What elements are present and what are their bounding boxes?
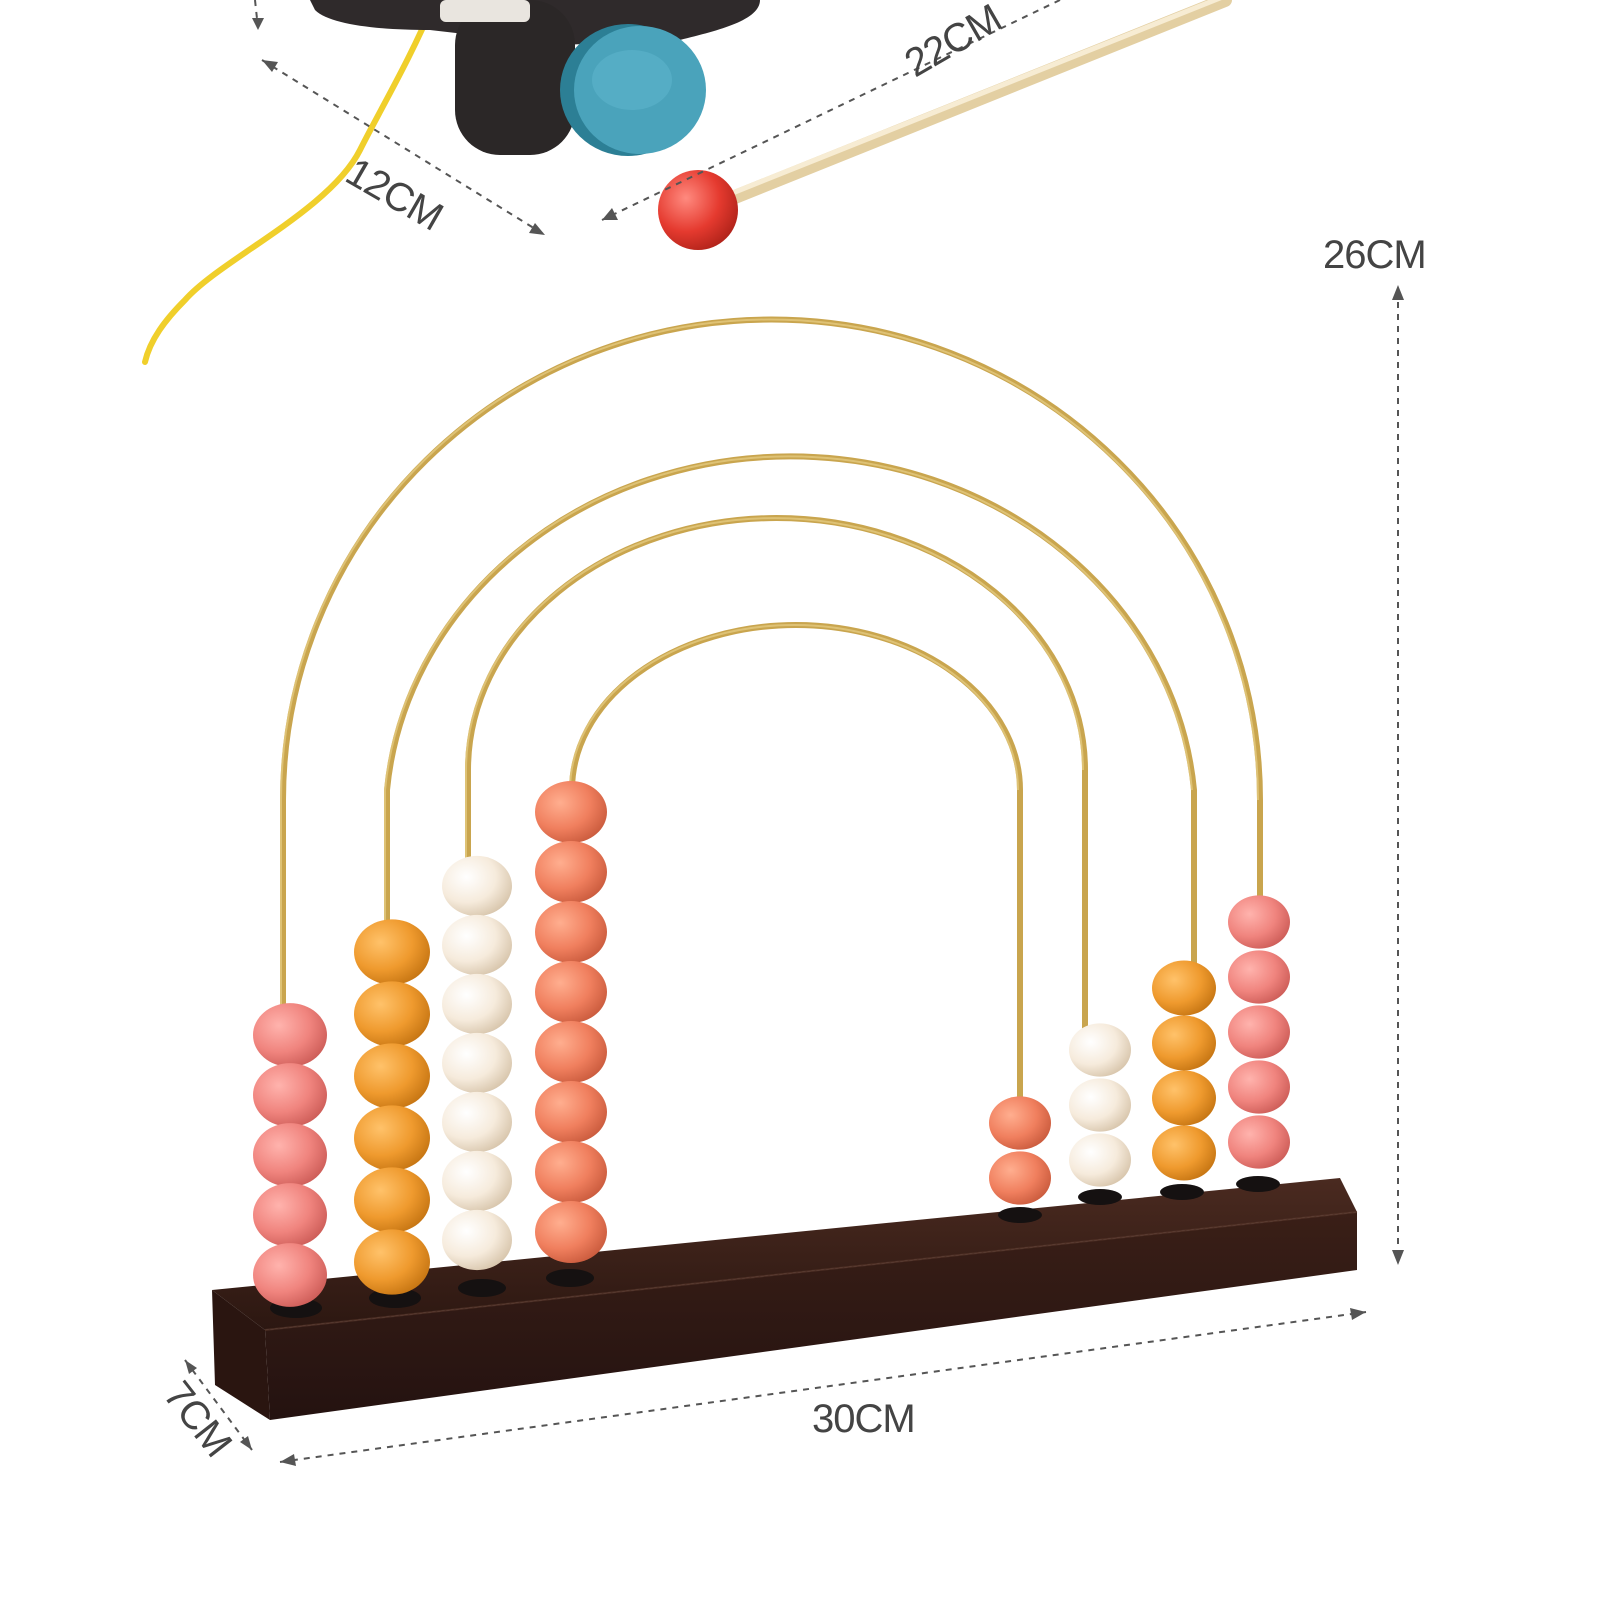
dim-label-abacus-width: 30CM bbox=[812, 1397, 915, 1441]
stick-shaft bbox=[708, 0, 1232, 212]
bead[interactable] bbox=[1152, 1015, 1216, 1071]
toy-white-part bbox=[440, 0, 530, 22]
bead-column-2 bbox=[354, 919, 430, 1295]
bead[interactable] bbox=[354, 919, 430, 985]
toy-wheel bbox=[560, 24, 706, 156]
bead-column-1 bbox=[253, 1003, 327, 1307]
bead[interactable] bbox=[1069, 1078, 1131, 1132]
bead[interactable] bbox=[535, 1201, 607, 1263]
base-side-face bbox=[212, 1290, 270, 1420]
bead-column-3 bbox=[442, 855, 512, 1271]
wire-arch-inner bbox=[569, 622, 1023, 1103]
dimension-26cm: 26CM bbox=[1323, 233, 1427, 1265]
bead[interactable] bbox=[354, 981, 430, 1047]
wire-arch-outer bbox=[280, 316, 1263, 1013]
bead[interactable] bbox=[1152, 1125, 1216, 1181]
bead[interactable] bbox=[442, 1150, 512, 1212]
bead[interactable] bbox=[1228, 1005, 1290, 1059]
dim-label-abacus-height: 26CM bbox=[1323, 233, 1426, 277]
bead[interactable] bbox=[253, 1003, 327, 1067]
bead-column-7 bbox=[1152, 960, 1216, 1181]
bead[interactable] bbox=[1228, 895, 1290, 949]
bead[interactable] bbox=[442, 914, 512, 976]
bead[interactable] bbox=[1152, 1070, 1216, 1126]
bead[interactable] bbox=[1228, 950, 1290, 1004]
bead[interactable] bbox=[442, 1209, 512, 1271]
toy-string bbox=[142, 0, 438, 365]
bead[interactable] bbox=[1228, 1060, 1290, 1114]
bead[interactable] bbox=[442, 855, 512, 917]
dim-label-stick-length: 22CM bbox=[898, 0, 1009, 86]
bead[interactable] bbox=[989, 1151, 1051, 1205]
bead-column-8 bbox=[1228, 895, 1290, 1169]
bead[interactable] bbox=[442, 1032, 512, 1094]
bead[interactable] bbox=[535, 1021, 607, 1083]
bead[interactable] bbox=[535, 841, 607, 903]
bead[interactable] bbox=[535, 1141, 607, 1203]
toy-axle-block bbox=[455, 0, 575, 155]
bead[interactable] bbox=[253, 1243, 327, 1307]
bead[interactable] bbox=[253, 1183, 327, 1247]
stick-tip-ball bbox=[658, 170, 738, 250]
bead[interactable] bbox=[354, 1105, 430, 1171]
bead[interactable] bbox=[354, 1167, 430, 1233]
bead[interactable] bbox=[535, 781, 607, 843]
bead[interactable] bbox=[535, 961, 607, 1023]
base-front-face bbox=[265, 1212, 1357, 1420]
wire-arch-third bbox=[465, 515, 1088, 1043]
dimension-30cm: 30CM bbox=[279, 1308, 1367, 1466]
pull-toy bbox=[142, 0, 760, 365]
bead[interactable] bbox=[442, 973, 512, 1035]
bead-columns bbox=[253, 781, 1290, 1307]
bead[interactable] bbox=[253, 1063, 327, 1127]
bead[interactable] bbox=[989, 1096, 1051, 1150]
bead[interactable] bbox=[354, 1229, 430, 1295]
bead[interactable] bbox=[1069, 1133, 1131, 1187]
bead[interactable] bbox=[1069, 1023, 1131, 1077]
stick bbox=[658, 0, 1232, 250]
bead-column-5 bbox=[989, 1096, 1051, 1205]
bead[interactable] bbox=[535, 901, 607, 963]
bead-column-6 bbox=[1069, 1023, 1131, 1187]
rainbow-abacus bbox=[212, 316, 1358, 1420]
bead[interactable] bbox=[354, 1043, 430, 1109]
dim-label-toy-width: 12CM bbox=[339, 150, 450, 239]
bead[interactable] bbox=[442, 1091, 512, 1153]
bead[interactable] bbox=[253, 1123, 327, 1187]
bead[interactable] bbox=[535, 1081, 607, 1143]
bead[interactable] bbox=[1228, 1115, 1290, 1169]
bead-column-4 bbox=[535, 781, 607, 1263]
bead[interactable] bbox=[1152, 960, 1216, 1016]
wire-arches bbox=[280, 316, 1263, 1103]
